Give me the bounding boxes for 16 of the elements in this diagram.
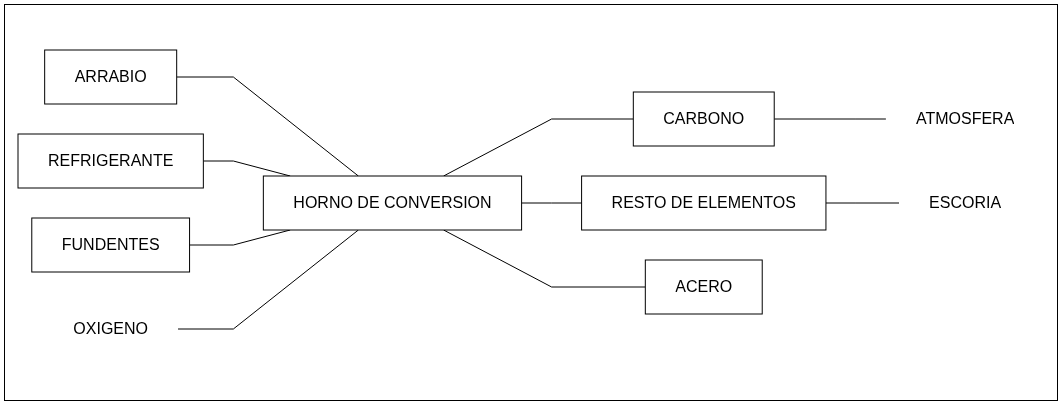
node-box: FUNDENTES	[31, 217, 190, 272]
node-box: ARRABIO	[44, 49, 177, 104]
connector	[825, 202, 900, 203]
connector	[176, 76, 359, 176]
connector	[520, 202, 582, 203]
node-text: ESCORIA	[928, 193, 1001, 211]
node-box: ACERO	[644, 259, 763, 314]
connector	[442, 229, 646, 287]
node-box: RESTO DE ELEMENTOS	[580, 175, 827, 230]
node-box: CARBONO	[632, 91, 775, 146]
node-box: REFRIGERANTE	[17, 133, 204, 188]
node-text: OXIGENO	[73, 319, 148, 337]
node-text: ATMOSFERA	[915, 109, 1015, 127]
connector	[773, 118, 887, 119]
connector	[177, 229, 359, 329]
node-box: HORNO DE CONVERSION	[262, 175, 522, 230]
